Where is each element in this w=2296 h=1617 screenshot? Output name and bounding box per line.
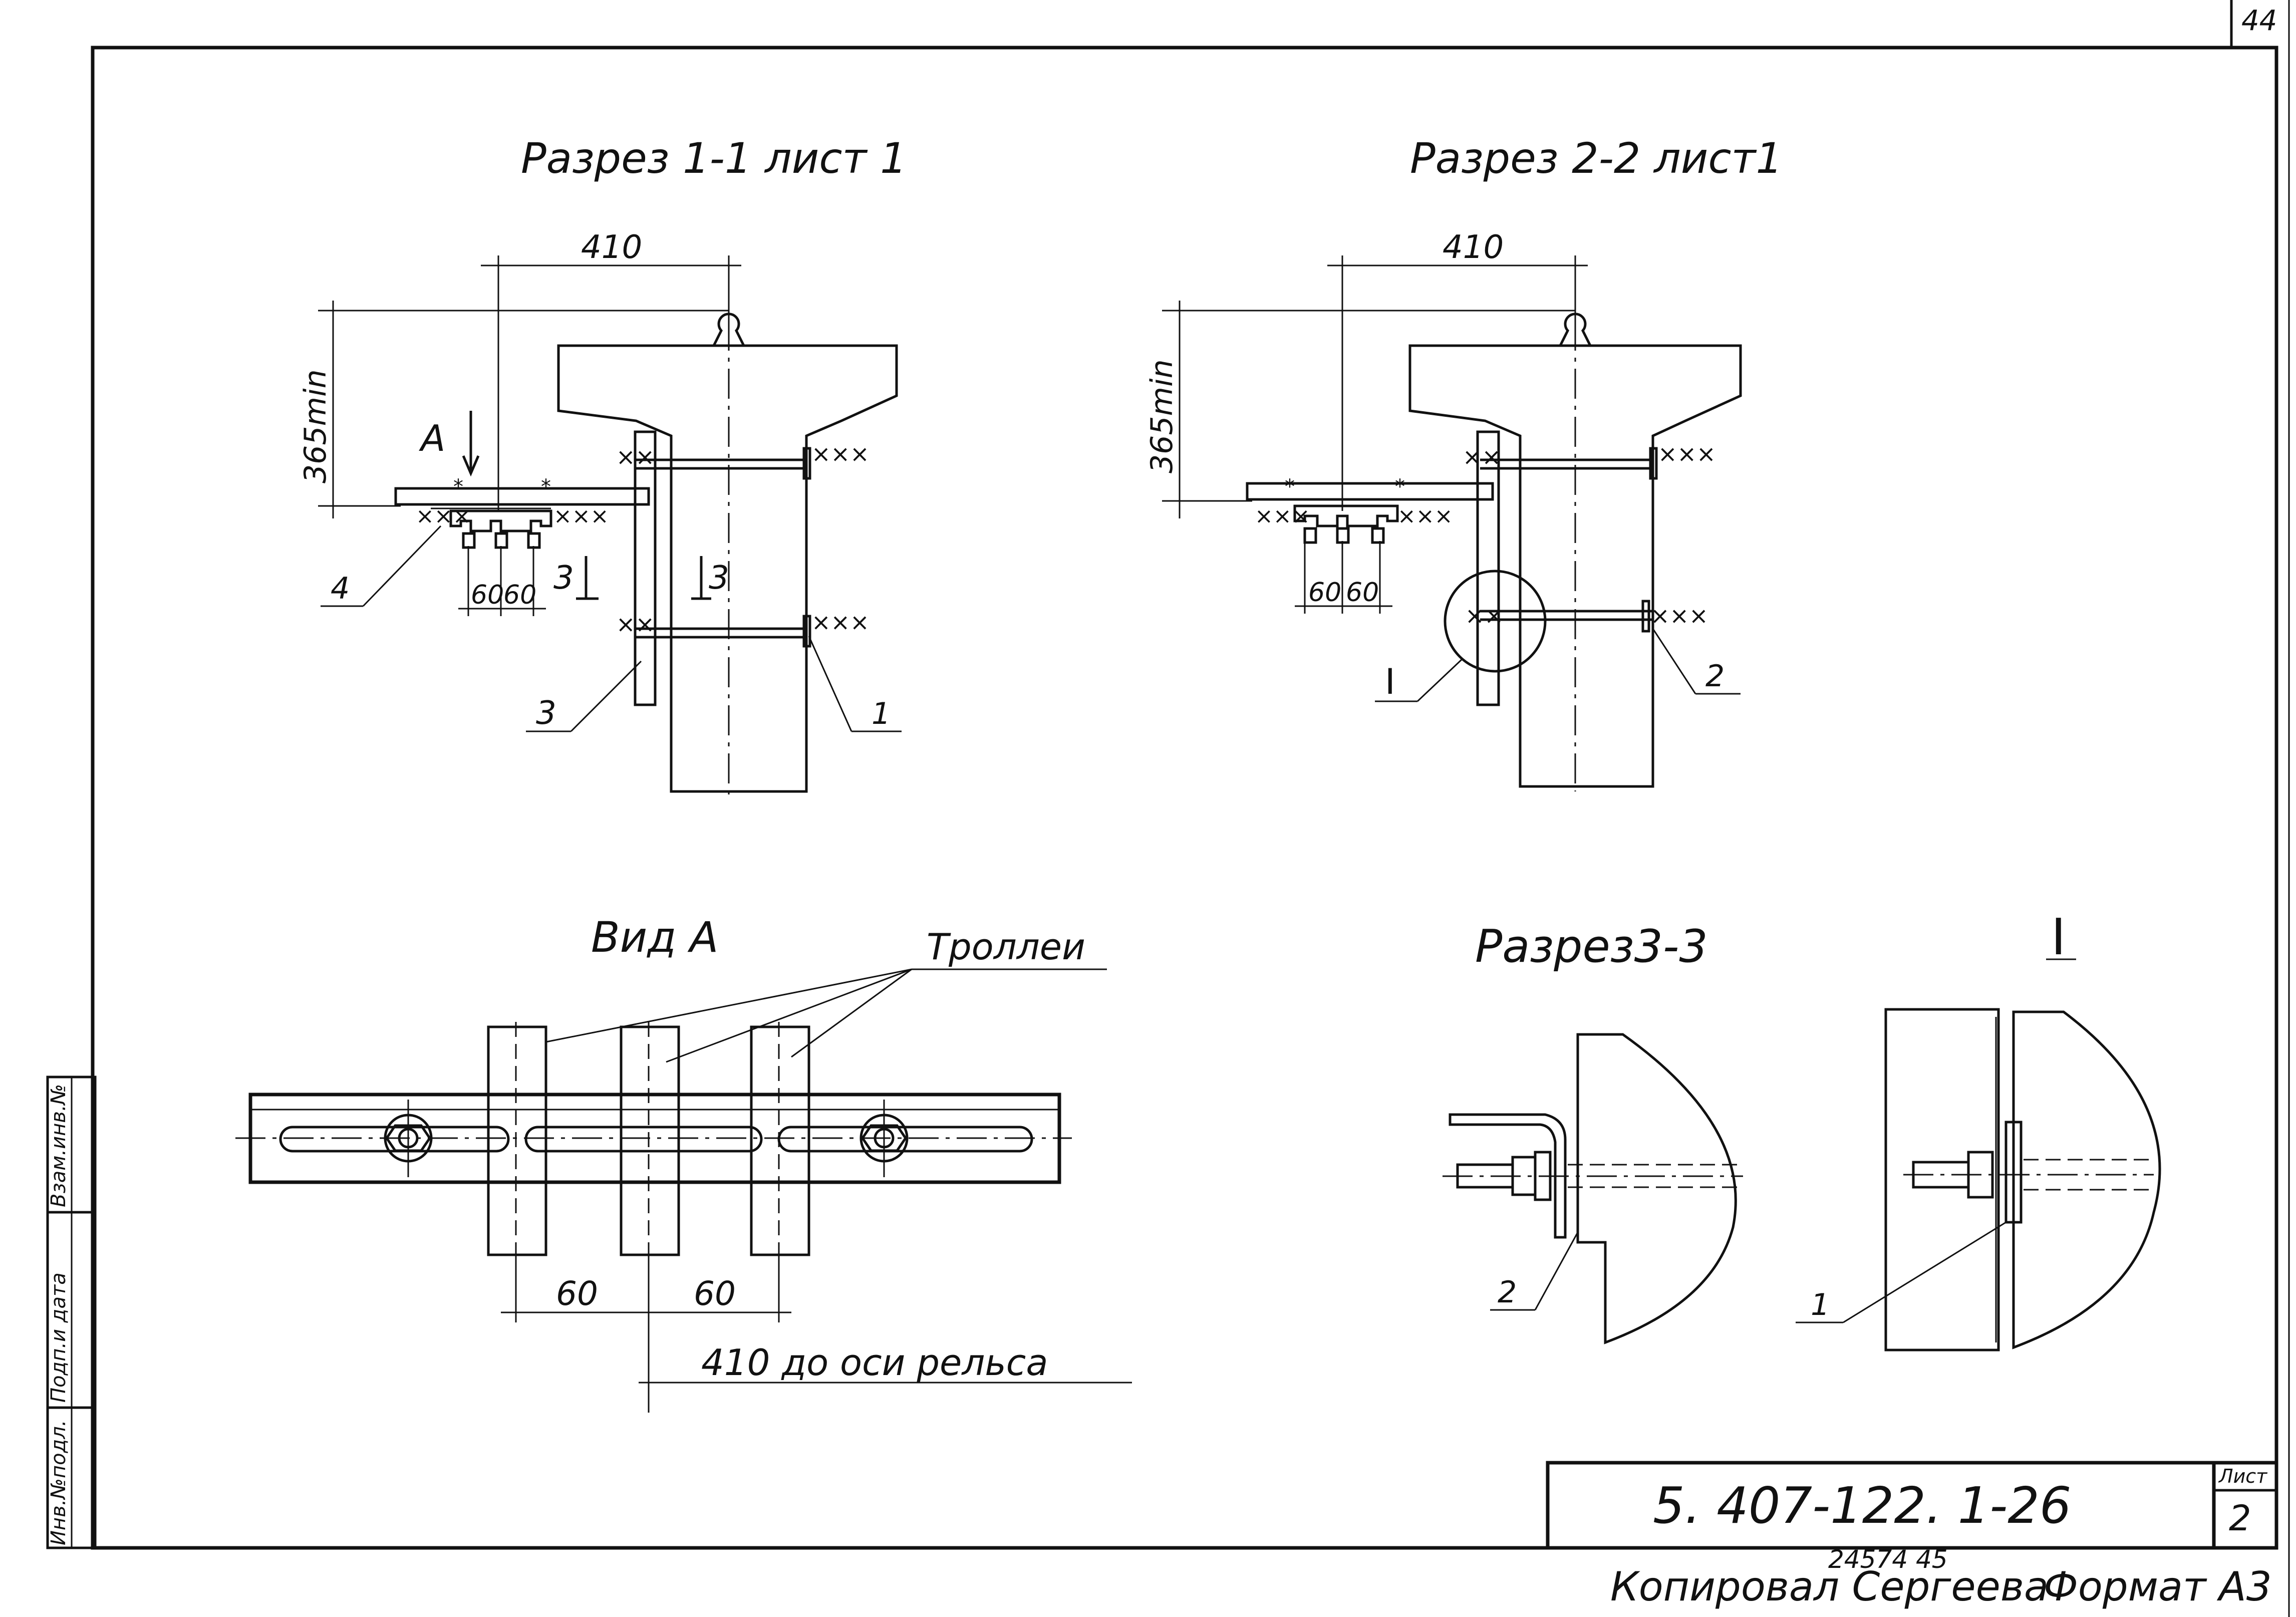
section-3-title: Разрез3-3 <box>1475 920 1708 973</box>
bracket-4-s1 <box>394 487 650 506</box>
section-1-dim-410: 410 <box>581 229 642 266</box>
section-2-dim-365: 365min <box>1144 359 1180 473</box>
trolley-label: Троллеи <box>927 926 1085 968</box>
section-3-callout-2: 2 <box>1498 1275 1517 1310</box>
section-1-1: Разрез 1-1 лист 1 410 365min ××× ××× ×× … <box>298 134 907 796</box>
callout-2: 2 <box>1705 659 1725 694</box>
detail-I-callout-1: 1 <box>1811 1287 1830 1322</box>
section-2-2: Разрез 2-2 лист1 410 365min ××× ××× ×× ×… <box>1144 134 1783 791</box>
section-2-dim-410: 410 <box>1443 229 1504 266</box>
section-2-title: Разрез 2-2 лист1 <box>1410 134 1783 183</box>
callout-I: I <box>1385 661 1395 702</box>
section-3-3: Разрез3-3 2 <box>1443 920 1743 1344</box>
svg-text:×××: ××× <box>1397 503 1453 529</box>
detail-I: I 1 <box>1796 908 2161 1352</box>
format-label: Формат А3 <box>2044 1563 2272 1610</box>
section-3-concrete <box>1576 1033 1737 1344</box>
svg-text:××: ×× <box>616 611 655 638</box>
side-stamp: Взам.инв.№ Подп.и дата Инв.№подл. <box>46 1075 97 1549</box>
crane-beam-1 <box>557 344 898 793</box>
callout-1: 1 <box>872 696 891 731</box>
svg-text:*: * <box>541 475 551 498</box>
detail-I-plate <box>1884 1008 2000 1352</box>
cut-mark-3-left: 3 <box>553 560 574 597</box>
svg-text:××: ×× <box>1465 602 1504 629</box>
section-1-dim-60b: 60 <box>503 580 536 610</box>
section-1-dim-60a: 60 <box>471 580 504 610</box>
sheet-label: Лист <box>2218 1465 2268 1487</box>
section-1-title: Разрез 1-1 лист 1 <box>521 134 907 183</box>
copied-by: Копировал Сергеева <box>1610 1563 2049 1610</box>
crane-beam-2 <box>1408 344 1742 788</box>
section-3-angle <box>1449 1113 1567 1239</box>
svg-text:×××: ××× <box>811 609 870 636</box>
rail-head-1 <box>712 313 745 347</box>
svg-text:×××: ××× <box>1650 602 1708 629</box>
stamp-inv-no: Инв.№подл. <box>47 1420 70 1545</box>
detail-I-title: I <box>2051 908 2066 966</box>
callout-3: 3 <box>536 695 556 732</box>
designation: 5. 407-122. 1-26 <box>1653 1476 2072 1535</box>
view-arrow-label: А <box>419 417 445 459</box>
svg-text:×××: ××× <box>553 503 609 529</box>
title-block: 5. 407-122. 1-26 Лист 2 <box>1546 1461 2278 1550</box>
cut-mark-3-right: 3 <box>709 560 729 597</box>
order-number: 24574 45 <box>1828 1545 1948 1574</box>
section-2-dim-60a: 60 <box>1308 578 1341 608</box>
svg-text:×××: ××× <box>416 503 471 529</box>
svg-text:××: ×× <box>616 443 655 470</box>
detail-circle-I <box>1444 570 1547 673</box>
detail-I-concrete <box>2012 1010 2161 1350</box>
stamp-sign-date: Подп.и дата <box>47 1272 70 1403</box>
view-a-title: Вид А <box>591 913 718 962</box>
svg-text:*: * <box>1285 475 1295 498</box>
sheet-frame <box>91 46 2278 1550</box>
view-a-dim-60a: 60 <box>556 1274 598 1313</box>
sheet-corner-number: 44 <box>2241 5 2277 37</box>
stamp-replace-inv: Взам.инв.№ <box>47 1084 70 1207</box>
view-a: Вид А Троллеи 60 60 <box>235 913 1132 1413</box>
callout-4: 4 <box>331 571 350 606</box>
plate-s2 <box>1476 430 1500 706</box>
plate-3-s1 <box>634 430 657 706</box>
trolley-wire-3 <box>750 1025 810 1256</box>
svg-text:××: ×× <box>1463 443 1501 470</box>
svg-text:×××: ××× <box>1255 503 1310 529</box>
section-2-dim-60b: 60 <box>1346 578 1379 608</box>
trolley-wire-2 <box>620 1025 680 1256</box>
rail-axis-note: 410 до оси рельса <box>701 1341 1048 1384</box>
svg-text:*: * <box>453 475 463 498</box>
section-1-dim-365: 365min <box>298 369 333 483</box>
trolley-wire-1 <box>487 1025 547 1256</box>
svg-text:*: * <box>1395 475 1405 498</box>
sheet-number: 2 <box>2229 1498 2251 1539</box>
view-a-dim-60b: 60 <box>694 1274 736 1313</box>
svg-text:×××: ××× <box>811 440 870 467</box>
svg-text:×××: ××× <box>1658 440 1716 467</box>
